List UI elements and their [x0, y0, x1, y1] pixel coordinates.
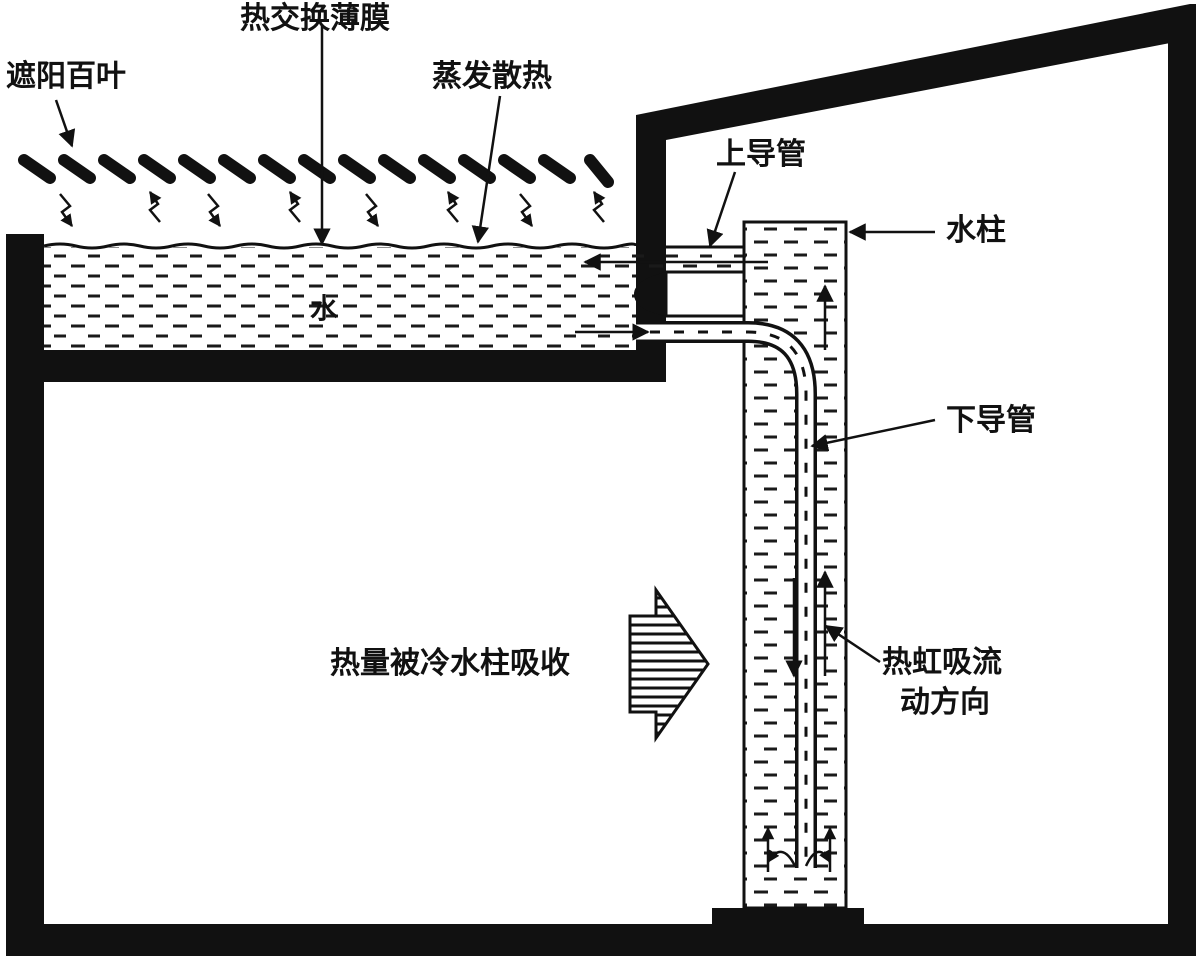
evap-arrow: [207, 193, 222, 228]
left-wall: [6, 234, 44, 954]
heat-flow-arrow: [628, 585, 710, 743]
label-water-column: 水柱: [946, 213, 1006, 248]
label-sun-blind: 遮阳百叶: [6, 59, 126, 94]
label-water: 水: [310, 292, 339, 325]
labels: 遮阳百叶 热交换薄膜 蒸发散热 上导管 水柱 水 下导管 热量被冷水柱吸收 热虹…: [6, 1, 1036, 720]
label-evaporation: 蒸发散热: [432, 59, 552, 94]
leader-siphon: [824, 624, 881, 664]
bottom-turn-arrow: [766, 849, 797, 867]
label-lower-pipe: 下导管: [946, 403, 1036, 438]
sun-blind-louvers: [18, 154, 614, 188]
evap-arrow: [592, 190, 606, 223]
label-heat-absorbed: 热量被冷水柱吸收: [330, 646, 570, 681]
column-base: [712, 908, 864, 928]
slanted-roof: [636, 4, 1196, 140]
evap-arrow: [519, 193, 534, 228]
evap-arrow: [148, 190, 162, 223]
upper-pipe: [583, 245, 768, 272]
label-upper-pipe: 上导管: [716, 137, 806, 172]
evap-arrow: [365, 193, 380, 228]
leader-evaporation: [471, 95, 502, 244]
leader-sun-blind: [54, 99, 76, 148]
label-siphon-line2: 动方向: [900, 685, 990, 720]
leader-lines: [54, 26, 936, 664]
bottom-turn-arrow: [804, 849, 832, 867]
evaporation-arrows: [59, 190, 606, 228]
lower-pipe-dashes: [650, 330, 808, 860]
water-column-top-ext: [744, 222, 846, 272]
evap-arrow: [59, 193, 74, 228]
leader-upper-pipe: [706, 171, 737, 248]
roof-slab: [6, 350, 666, 382]
leader-lower-pipe: [810, 418, 936, 452]
siphon-flow-arrows: [761, 284, 837, 872]
label-siphon-line1: 热虹吸流: [882, 645, 1002, 680]
heat-exchange-film: [43, 242, 638, 250]
evap-arrow: [288, 190, 302, 223]
roof-pond: [43, 242, 638, 350]
building-walls: [6, 4, 1196, 956]
lower-pipe: [575, 321, 817, 868]
pond-water: [44, 247, 636, 350]
floor: [6, 924, 1196, 956]
connector-box: [664, 270, 746, 318]
upper-pipe-water: [636, 248, 746, 272]
evap-arrow: [446, 190, 460, 223]
label-heat-film: 热交换薄膜: [240, 1, 390, 36]
connector-cap: [634, 272, 666, 316]
pipe-connector: [634, 270, 746, 318]
right-wall: [1168, 20, 1196, 956]
